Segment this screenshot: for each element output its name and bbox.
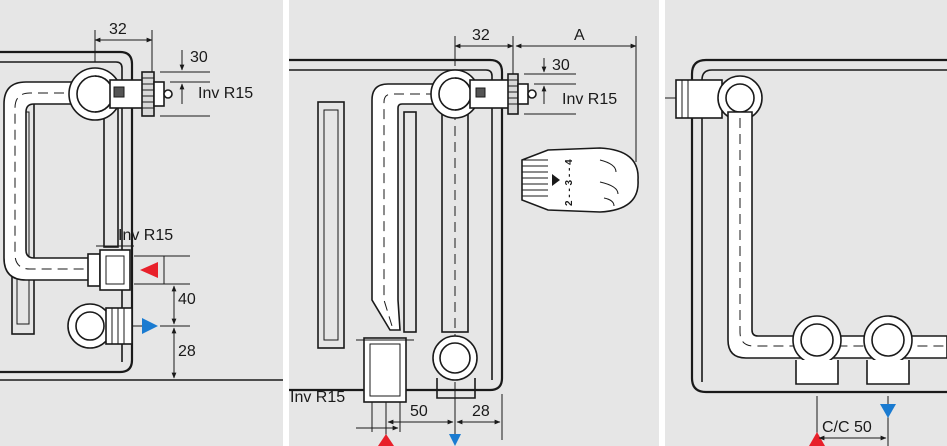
middle-panel: 32 A 30 Inv R15 2 - - 3 - - 4 <box>289 0 659 446</box>
dim-top-label: 32 <box>472 27 490 44</box>
thermostat-scale: 2 - - 3 - - 4 <box>564 159 575 206</box>
connecting-pipe <box>727 111 947 359</box>
dim-cc-label: C/C 50 <box>822 419 872 436</box>
supply-arrow <box>378 434 394 446</box>
dim-offset-label: 28 <box>472 403 490 420</box>
valve-body <box>675 79 723 119</box>
connecting-pipe <box>371 83 437 331</box>
return-arrow <box>880 404 896 418</box>
thermostat-head: 2 - - 3 - - 4 <box>521 147 639 213</box>
thermostat-pointer <box>552 174 560 186</box>
supply-arrow <box>809 432 825 446</box>
left-panel: 32 30 Inv R15 Inv R15 40 28 <box>0 0 283 446</box>
dim-clearance-label: A <box>574 27 585 44</box>
radiator-body <box>0 50 134 374</box>
valve-screw <box>475 87 486 98</box>
dim-spacing-label: 50 <box>410 403 428 420</box>
dim-valve-label: 30 <box>552 57 570 74</box>
return-arrow <box>142 318 158 334</box>
left-panel-background <box>0 0 283 446</box>
radiator-body <box>690 58 947 394</box>
inlet-fitting <box>99 249 131 291</box>
dim-spacing-label: 40 <box>178 291 196 308</box>
return-arrow <box>449 434 461 446</box>
inlet-thread-label: Inv R15 <box>118 227 173 244</box>
supply-arrow <box>140 262 158 278</box>
inlet-fitting <box>363 337 407 403</box>
dim-bottom-label: 28 <box>178 343 196 360</box>
dim-top-label: 32 <box>109 21 127 38</box>
valve-screw <box>113 86 125 98</box>
right-panel: C/C 50 <box>665 0 947 446</box>
valve-thread-label: Inv R15 <box>562 91 617 108</box>
dim-valve-label: 30 <box>190 49 208 66</box>
radiator-body <box>289 58 504 392</box>
valve-thread-label: Inv R15 <box>198 85 253 102</box>
panel-slot <box>317 101 345 349</box>
middle-panel-background <box>289 0 659 446</box>
inlet-thread-label: Inv R15 <box>290 389 345 406</box>
